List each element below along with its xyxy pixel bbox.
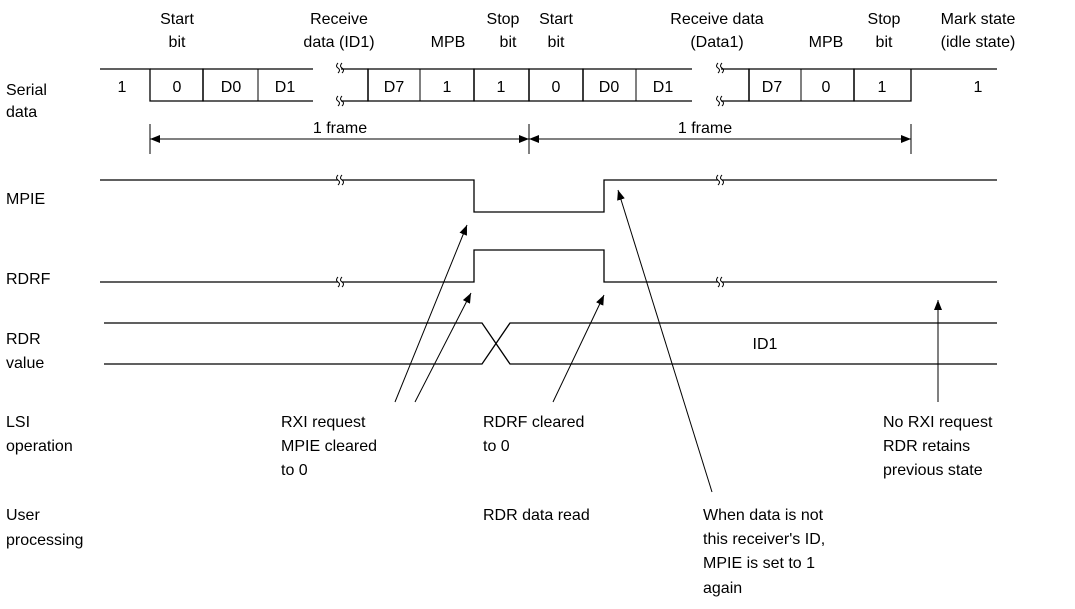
serial-bit-f1-d7: D7: [384, 79, 405, 96]
start-bit-2-header-line2: bit: [548, 34, 565, 51]
serial-bit-f2-d1: D1: [653, 79, 674, 96]
stop-bit-2-header-line1: Stop: [868, 11, 901, 28]
receive-data1-header-line2: (Data1): [690, 34, 743, 51]
serial-bit-f1-d1: D1: [275, 79, 296, 96]
rxi-request-note-line3: to 0: [281, 462, 308, 479]
mpie-set-note-line4: again: [703, 580, 742, 597]
frame-2-label: 1 frame: [678, 120, 732, 137]
serial-bit-f1-d0: D0: [221, 79, 242, 96]
user-label-line2: processing: [6, 532, 83, 549]
bit-headers: Start bit Receive data (ID1) MPB Stop bi…: [160, 11, 1015, 51]
serial-bit-values: 1 0 D0 D1 D7 1 1 0 D0 D1 D7 0 1 1: [118, 79, 983, 96]
serial-bit-f1-mpb: 1: [443, 79, 452, 96]
mark-state-header-line2: (idle state): [941, 34, 1016, 51]
rdrf-cleared-note-line1: RDRF cleared: [483, 414, 584, 431]
mpie-waveform: [100, 174, 997, 213]
start-bit-1-header-line1: Start: [160, 11, 194, 28]
no-rxi-note-line3: previous state: [883, 462, 983, 479]
serial-bit-f2-start: 0: [552, 79, 561, 96]
no-rxi-note-line1: No RXI request: [883, 414, 993, 431]
rdrf-waveform: [100, 249, 997, 288]
mpie-set-note-line1: When data is not: [703, 507, 824, 524]
rxi-to-rdrf-arrow: [414, 292, 472, 403]
annotation-arrows: [394, 189, 942, 493]
row-labels: Serial data MPIE RDRF RDR value LSI oper…: [6, 82, 83, 549]
lsi-label-line1: LSI: [6, 414, 30, 431]
start-bit-2-header-line1: Start: [539, 11, 573, 28]
frame-1-label: 1 frame: [313, 120, 367, 137]
serial-bit-f2-d7: D7: [762, 79, 783, 96]
stop-bit-1-header-line2: bit: [500, 34, 517, 51]
mpie-label: MPIE: [6, 191, 45, 208]
lsi-label-line2: operation: [6, 438, 73, 455]
rxi-to-mpie-arrow: [394, 224, 468, 403]
receive-id-header-line2: data (ID1): [303, 34, 374, 51]
serial-bit-idle-left: 1: [118, 79, 127, 96]
serial-data-label-line2: data: [6, 104, 37, 121]
annotations: RXI request MPIE cleared to 0 RDRF clear…: [281, 414, 993, 597]
serial-bit-f2-d0: D0: [599, 79, 620, 96]
rdrf-label: RDRF: [6, 271, 51, 288]
rdr-data-read-note: RDR data read: [483, 507, 590, 524]
receive-id-header-line1: Receive: [310, 11, 368, 28]
serial-bit-f1-start: 0: [173, 79, 182, 96]
no-rxi-note-line2: RDR retains: [883, 438, 970, 455]
mpb-1-header: MPB: [431, 34, 466, 51]
serial-bit-idle-right: 1: [974, 79, 983, 96]
frame-markers: 1 frame 1 frame: [149, 120, 912, 154]
mpb-2-header: MPB: [809, 34, 844, 51]
receive-data1-header-line1: Receive data: [670, 11, 763, 28]
rxi-request-note-line1: RXI request: [281, 414, 366, 431]
serial-data-label-line1: Serial: [6, 82, 47, 99]
serial-bit-f1-stop: 1: [497, 79, 506, 96]
serial-data-waveform: [100, 62, 997, 107]
rdrf-cleared-note-line2: to 0: [483, 438, 510, 455]
rdr-value-bus: ID1: [104, 322, 997, 365]
mpie-set-note-line2: this receiver's ID,: [703, 531, 825, 548]
rdr-value-text: ID1: [753, 336, 778, 353]
serial-bit-f2-stop: 1: [878, 79, 887, 96]
mpie-set-note-line3: MPIE is set to 1: [703, 555, 815, 572]
mark-state-header-line1: Mark state: [941, 11, 1016, 28]
stop-bit-2-header-line2: bit: [876, 34, 893, 51]
rdr-label-line1: RDR: [6, 331, 41, 348]
mpie-set-arrow: [617, 189, 713, 493]
start-bit-1-header-line2: bit: [169, 34, 186, 51]
rxi-request-note-line2: MPIE cleared: [281, 438, 377, 455]
user-label-line1: User: [6, 507, 40, 524]
serial-bit-f2-mpb: 0: [822, 79, 831, 96]
stop-bit-1-header-line1: Stop: [487, 11, 520, 28]
rdrf-cleared-arrow: [552, 294, 605, 403]
rdr-label-line2: value: [6, 355, 44, 372]
